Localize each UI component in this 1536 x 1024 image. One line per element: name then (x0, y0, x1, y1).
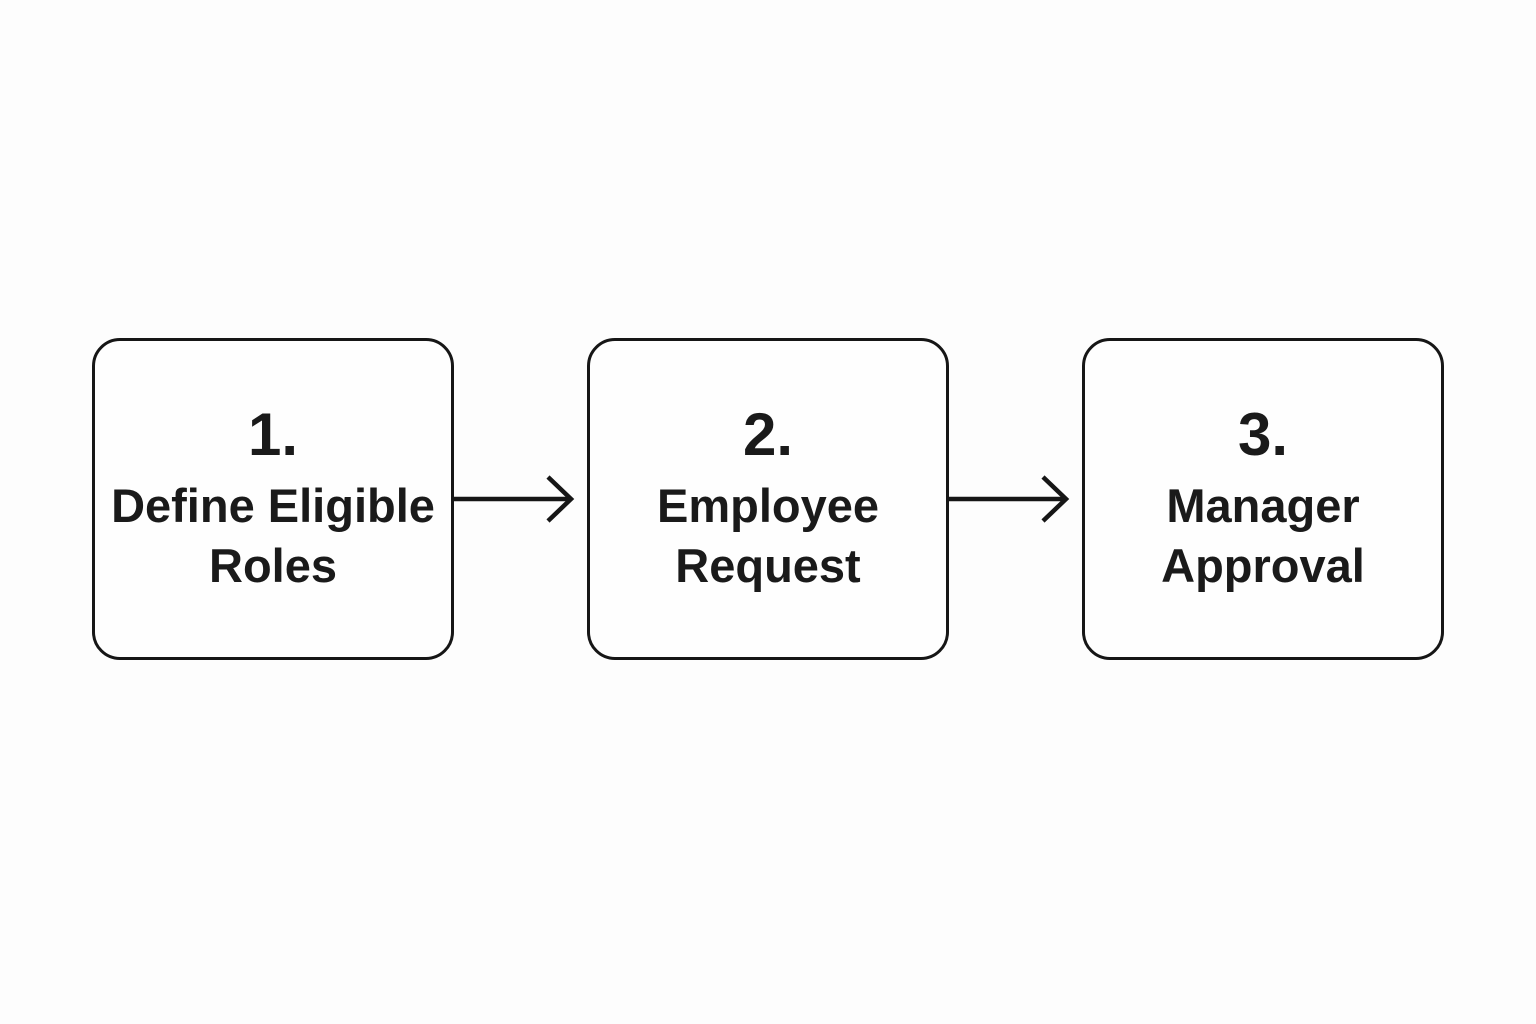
step-box-employee-request: 2. Employee Request (587, 338, 949, 660)
step-box-define-eligible-roles: 1. Define Eligible Roles (92, 338, 454, 660)
step-number: 2. (742, 401, 794, 469)
step-number: 3. (1237, 401, 1289, 469)
step-label: Define Eligible Roles (111, 479, 435, 592)
step-number: 1. (247, 401, 299, 469)
step-label: Manager Approval (1161, 479, 1365, 592)
flow-row: 1. Define Eligible Roles 2. Employee Req… (0, 338, 1536, 660)
step-label: Employee Request (656, 479, 880, 592)
arrow-right-icon (454, 475, 575, 523)
arrow-right-icon (949, 475, 1070, 523)
step-box-manager-approval: 3. Manager Approval (1082, 338, 1444, 660)
